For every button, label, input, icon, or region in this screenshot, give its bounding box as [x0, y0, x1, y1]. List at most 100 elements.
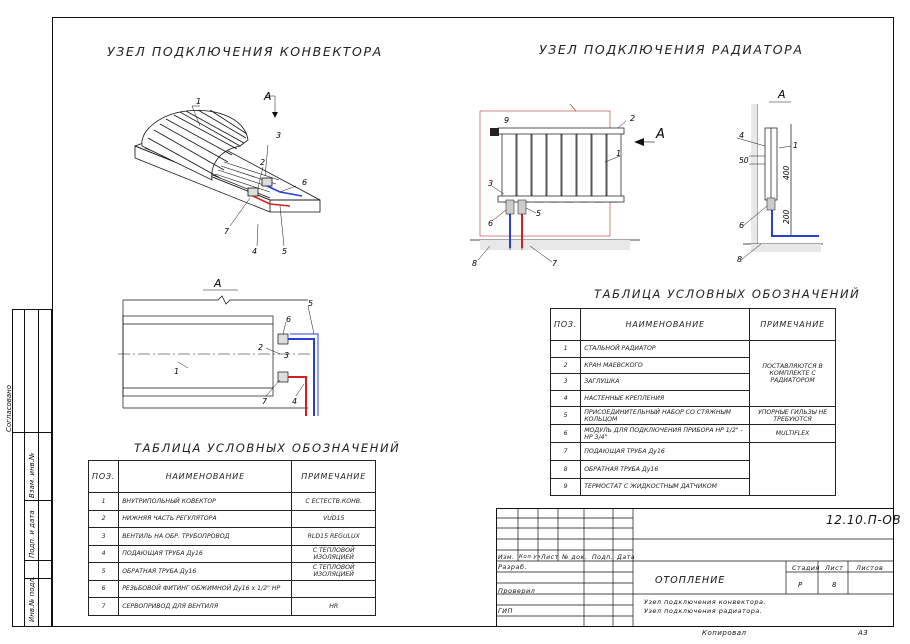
title-block — [496, 508, 894, 627]
sheet-frame — [52, 17, 894, 627]
radiator-section-mark: А — [655, 127, 665, 142]
radiator-section — [501, 129, 517, 203]
row-name: ПОДАЮЩАЯ ТРУБА Ду16 — [580, 442, 751, 461]
radiator-section — [516, 129, 532, 203]
radiator-label-1: 1 — [616, 149, 621, 158]
left-block-divider — [24, 309, 25, 627]
radiator-side-drawing: А 4 1 6 8 50 400 200 — [736, 88, 823, 264]
convector-label-4: 4 — [252, 247, 257, 256]
inv-orig-label: Инв.№ подл. — [28, 575, 36, 622]
radiator-title: УЗЕЛ ПОДКЛЮЧЕНИЯ РАДИАТОРА — [539, 42, 804, 57]
row-name: НАСТЕННЫЕ КРЕПЛЕНИЯ — [580, 389, 751, 407]
row-name: ПОДАЮЩАЯ ТРУБА Ду16 — [118, 544, 293, 563]
side-label-1: 1 — [793, 141, 798, 150]
radiator-section — [576, 129, 592, 203]
row-pos: 1 — [549, 340, 582, 358]
convector-section-mark: А — [263, 90, 272, 103]
radiator-legend-title: ТАБЛИЦА УСЛОВНЫХ ОБОЗНАЧЕНИЙ — [594, 287, 861, 301]
stamp-header-koluch: Кол.уч — [519, 554, 542, 560]
convector-label-1: 1 — [196, 97, 201, 106]
convector-label-5: 5 — [282, 247, 287, 256]
stamp-role-gip: ГИП — [498, 607, 513, 615]
radiator-section — [561, 129, 577, 203]
stamp-desc-2: Узел подключения радиатора. — [644, 607, 763, 615]
stamp-header-ndoc: № док. — [562, 554, 588, 561]
convector-grille — [141, 109, 249, 181]
stamp-header-izm: Изм. — [498, 554, 515, 561]
radiator-label-6: 6 — [488, 219, 493, 228]
copied-label: Копировал — [702, 629, 747, 637]
row-name: СТАЛЬНОЙ РАДИАТОР — [580, 340, 751, 358]
radiator-label-7: 7 — [552, 259, 558, 268]
convector-legend-title: ТАБЛИЦА УСЛОВНЫХ ОБОЗНАЧЕНИЙ — [134, 441, 401, 455]
stamp-sheet-value: 8 — [832, 581, 837, 589]
row-name: МОДУЛЬ ДЛЯ ПОДКЛЮЧЕНИЯ ПРИБОРА НР 1/2" -… — [580, 424, 751, 443]
row-pos: 8 — [549, 460, 582, 479]
row-name: ПРИСОЕДИНИТЕЛЬНЫЙ НАБОР СО СТЯЖНЫМ КОЛЬЦ… — [580, 406, 751, 425]
stamp-header-data: Дата — [617, 554, 636, 561]
stamp-sheets-header: Листов — [856, 564, 884, 572]
dim-50: 50 — [739, 156, 749, 165]
row-note: HR — [291, 597, 376, 616]
section-label-3: 3 — [284, 351, 289, 360]
rad-col-pos: ПОЗ. — [549, 308, 582, 341]
row-note: RLD15 REGULUX — [291, 527, 376, 546]
row-pos: 2 — [87, 509, 120, 528]
radiator-front-drawing: 9 2 1 3 6 5 8 7 А — [470, 103, 665, 268]
row-pos: 1 — [87, 492, 120, 511]
section-label-5: 5 — [308, 299, 313, 308]
row-name: РЕЗЬБОВОЙ ФИТИНГ ОБЖИМНОЙ Ду16 х 1/2" НР — [118, 579, 293, 598]
side-label-6: 6 — [739, 221, 744, 230]
row-pos: 9 — [549, 478, 582, 496]
sheet-format: А3 — [858, 629, 869, 637]
section-label-4: 4 — [292, 397, 297, 406]
row-pos: 4 — [549, 389, 582, 407]
drawing-code: 12.10.П-ОВ — [826, 513, 902, 527]
row-pos: 3 — [549, 373, 582, 391]
col-name: НАИМЕНОВАНИЕ — [118, 460, 293, 493]
title-block-grid — [496, 508, 894, 627]
side-label-4: 4 — [739, 131, 744, 140]
radiator-label-5: 5 — [536, 209, 541, 218]
row-pos: 5 — [87, 562, 120, 581]
row-name: ВЕНТИЛЬ НА ОБР. ТРУБОПРОВОД — [118, 527, 293, 546]
stamp-sheet-header: Лист — [825, 564, 844, 572]
stamp-stage-value: Р — [798, 581, 803, 589]
dim-400: 400 — [782, 165, 791, 180]
row-pos: 5 — [549, 406, 582, 425]
replace-inv-label: Взам. инв.№ — [28, 452, 36, 498]
left-approval-block — [12, 309, 52, 627]
radiator-bottom-collector — [497, 195, 625, 203]
row-note: С ТЕПЛОВОЙ ИЗОЛЯЦИЕЙ — [291, 544, 376, 563]
col-pos: ПОЗ. — [87, 460, 120, 493]
row-pos: 7 — [549, 442, 582, 461]
row-name: ОБРАТНАЯ ТРУБА Ду16 — [580, 460, 751, 479]
radiator-label-2: 2 — [630, 114, 635, 123]
stamp-section: ОТОПЛЕНИЕ — [655, 575, 726, 586]
stamp-stage-header: Стадия — [792, 564, 820, 572]
left-block-row-line — [12, 432, 52, 433]
approved-label: Согласовано — [5, 384, 13, 432]
stamp-header-list: Лист — [541, 554, 559, 561]
row-pos: 2 — [549, 356, 582, 374]
side-label-8: 8 — [737, 255, 742, 264]
convector-label-3: 3 — [276, 131, 281, 140]
row-pos: 4 — [87, 544, 120, 563]
stamp-role-checker: Проверил — [498, 587, 536, 595]
stamp-desc-1: Узел подключения конвектора. — [644, 598, 767, 606]
side-view-mark: А — [777, 88, 786, 101]
left-block-divider — [38, 309, 39, 627]
left-block-row-line — [24, 560, 52, 561]
